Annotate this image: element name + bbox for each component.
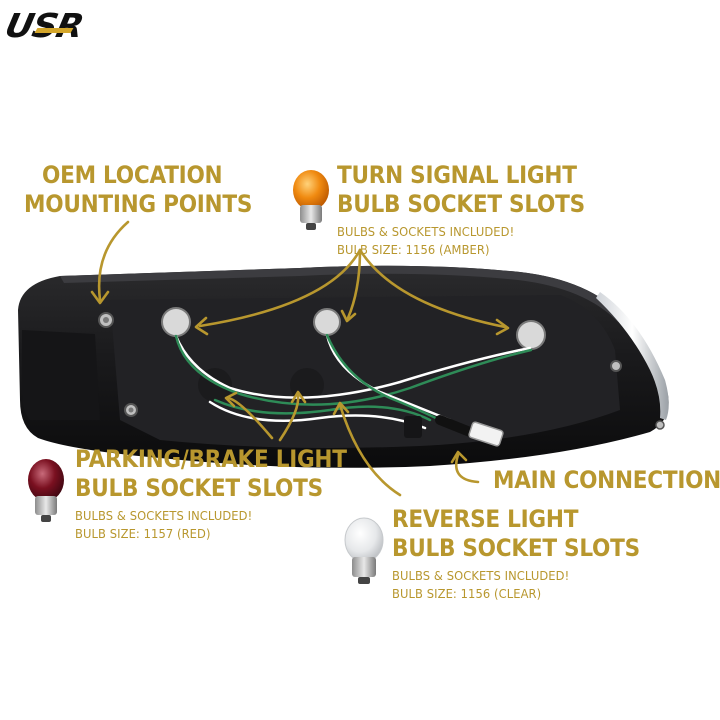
turn-signal-title: TURN SIGNAL LIGHT — [337, 161, 577, 189]
reverse-bulb-size: BULB SIZE: 1156 (CLEAR) — [392, 586, 542, 601]
oem-location-title: OEM LOCATION — [42, 161, 223, 189]
amber-bulb-icon — [293, 170, 329, 230]
parking-brake-callout: PARKING/BRAKE LIGHT BULB SOCKET SLOTS BU… — [75, 445, 377, 543]
main-connection-title: MAIN CONNECTION — [493, 466, 720, 494]
clear-bulb-icon — [344, 517, 384, 584]
main-connection-callout: MAIN CONNECTION — [493, 466, 720, 495]
oem-location-subtitle: MOUNTING POINTS — [24, 190, 253, 218]
turn-signal-subtitle: BULB SOCKET SLOTS — [337, 190, 585, 218]
reverse-subtitle: BULB SOCKET SLOTS — [392, 534, 640, 562]
reverse-callout: REVERSE LIGHT BULB SOCKET SLOTS BULBS & … — [392, 505, 667, 603]
oem-location-callout: OEM LOCATION MOUNTING POINTS — [24, 161, 277, 219]
parking-brake-bulb-size: BULB SIZE: 1157 (RED) — [75, 526, 211, 541]
turn-signal-callout: TURN SIGNAL LIGHT BULB SOCKET SLOTS BULB… — [337, 161, 612, 259]
red-bulb-icon — [28, 459, 64, 522]
reverse-title: REVERSE LIGHT — [392, 505, 579, 533]
parking-brake-subtitle: BULB SOCKET SLOTS — [75, 474, 323, 502]
turn-signal-note: BULBS & SOCKETS INCLUDED! — [337, 224, 515, 239]
reverse-note: BULBS & SOCKETS INCLUDED! — [392, 568, 570, 583]
turn-signal-bulb-size: BULB SIZE: 1156 (AMBER) — [337, 242, 490, 257]
parking-brake-title: PARKING/BRAKE LIGHT — [75, 445, 347, 473]
parking-brake-note: BULBS & SOCKETS INCLUDED! — [75, 508, 253, 523]
